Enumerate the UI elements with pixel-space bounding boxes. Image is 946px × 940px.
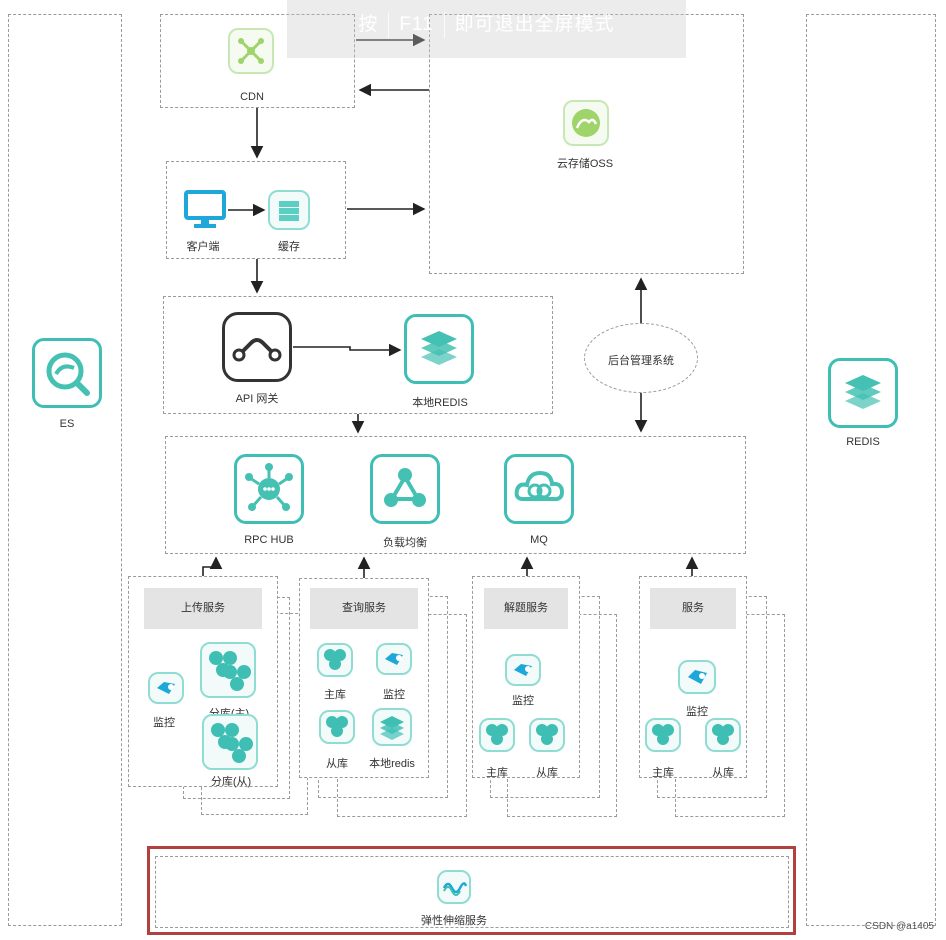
- service-slave-db-icon: [705, 718, 741, 752]
- query-master-db-icon: [317, 643, 353, 677]
- admin-system-node: 后台管理系统: [584, 323, 698, 393]
- upload-service-title: 上传服务: [144, 588, 262, 629]
- client-box: [166, 161, 346, 259]
- query-service-title: 查询服务: [310, 588, 418, 629]
- banner-key: F11: [399, 14, 434, 35]
- gateway-label: API 网关: [235, 393, 279, 405]
- fullscreen-hint-banner: 按 F11 即可退出全屏模式: [287, 0, 686, 58]
- decode-slave-db-icon: [529, 718, 565, 752]
- upload-monitor-icon: [148, 672, 184, 704]
- admin-label: 后台管理系统: [608, 355, 674, 367]
- load-balance-icon: [370, 454, 440, 524]
- decode-monitor-icon: [505, 654, 541, 686]
- mq-label: MQ: [530, 534, 548, 546]
- service-monitor-label: 监控: [686, 706, 708, 718]
- elastic-label: 弹性伸缩服务: [421, 915, 487, 927]
- gateway-box: [163, 296, 553, 414]
- query-master-label: 主库: [324, 689, 346, 701]
- middleware-box: [165, 436, 746, 554]
- service-slave-label: 从库: [712, 767, 734, 779]
- cdn-icon: [228, 28, 274, 74]
- service-master-db-icon: [645, 718, 681, 752]
- mq-cloud-icon: [504, 454, 574, 524]
- decode-service-title: 解题服务: [484, 588, 568, 629]
- redis-label: REDIS: [846, 436, 880, 448]
- monitor-icon: [183, 190, 227, 230]
- cdn-label: CDN: [240, 91, 264, 103]
- query-slave-label: 从库: [326, 758, 348, 770]
- rpc-hub-label: RPC HUB: [244, 534, 294, 546]
- es-label: ES: [59, 418, 75, 430]
- elastic-box: [155, 856, 789, 928]
- query-slave-db-icon: [319, 710, 355, 744]
- cache-stack-icon: [268, 190, 310, 230]
- query-local-redis-icon: [372, 708, 412, 746]
- query-local-redis-label: 本地redis: [369, 758, 415, 770]
- redis-icon: [828, 358, 898, 428]
- elastic-highlight-frame: [147, 846, 796, 935]
- oss-label: 云存储OSS: [556, 158, 614, 170]
- upload-shard-master-icon: [200, 642, 256, 698]
- upload-monitor-label: 监控: [153, 717, 175, 729]
- banner-key-hint: 按: [358, 14, 379, 35]
- decode-monitor-label: 监控: [512, 695, 534, 707]
- decode-slave-label: 从库: [536, 767, 558, 779]
- rpc-hub-icon: [234, 454, 304, 524]
- load-balance-label: 负载均衡: [383, 537, 427, 549]
- upload-shard-slave-icon: [202, 714, 258, 770]
- banner-message: 即可退出全屏模式: [454, 14, 615, 35]
- service-title: 服务: [650, 588, 736, 629]
- decode-master-db-icon: [479, 718, 515, 752]
- elastic-wave-icon: [437, 870, 471, 904]
- es-search-icon: [32, 338, 102, 408]
- local-redis-label: 本地REDIS: [412, 397, 468, 409]
- watermark: CSDN @a1405: [864, 921, 934, 932]
- oss-cloud-icon: [563, 100, 609, 146]
- cache-label: 缓存: [278, 241, 300, 253]
- service-monitor-icon: [678, 660, 716, 694]
- redis-column: [806, 14, 936, 926]
- query-monitor-icon: [376, 643, 412, 675]
- oss-box: [429, 14, 744, 274]
- api-gateway-icon: [222, 312, 292, 382]
- local-redis-icon: [404, 314, 474, 384]
- es-column: [8, 14, 122, 926]
- upload-shard-slave-label: 分库(从): [210, 776, 252, 788]
- query-monitor-label: 监控: [383, 689, 405, 701]
- cdn-box: [160, 14, 355, 108]
- decode-master-label: 主库: [486, 767, 508, 779]
- client-label: 客户端: [186, 241, 220, 253]
- service-master-label: 主库: [652, 767, 674, 779]
